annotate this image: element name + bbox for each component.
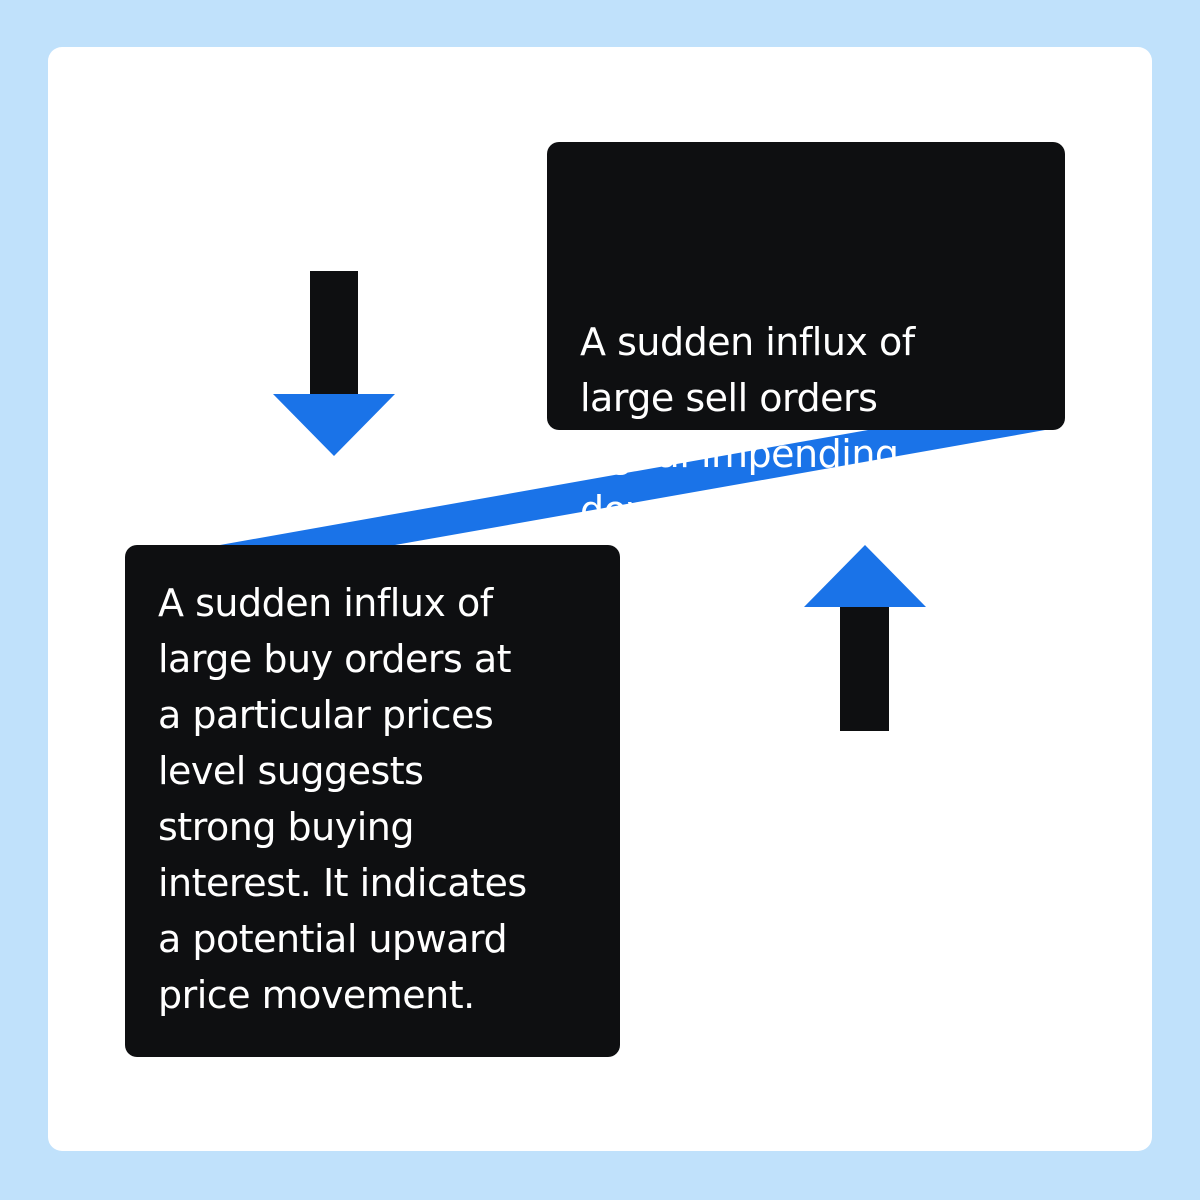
sell-line-2: large sell orders [580, 376, 878, 420]
arrow-up-icon [804, 545, 926, 731]
sell-orders-text: A sudden influx of large sell orders sig… [580, 314, 956, 538]
sell-line-4: downward pressure. [580, 488, 956, 532]
buy-line-7: a potential upward [158, 917, 508, 961]
buy-line-8: price movement. [158, 973, 475, 1017]
buy-line-2: large buy orders at [158, 637, 512, 681]
buy-line-1: A sudden influx of [158, 581, 493, 625]
buy-orders-text: A sudden influx of large buy orders at a… [158, 575, 608, 1023]
buy-line-4: level suggests [158, 749, 424, 793]
buy-line-3: a particular prices [158, 693, 494, 737]
buy-line-5: strong buying [158, 805, 414, 849]
connector-band [220, 430, 1045, 545]
arrow-down-icon [273, 271, 395, 456]
buy-orders-box: A sudden influx of large buy orders at a… [125, 545, 620, 1057]
sell-line-3: signal impending [580, 432, 899, 476]
sell-line-1: A sudden influx of [580, 320, 915, 364]
buy-line-6: interest. It indicates [158, 861, 527, 905]
sell-orders-box: A sudden influx of large sell orders sig… [547, 142, 1065, 532]
